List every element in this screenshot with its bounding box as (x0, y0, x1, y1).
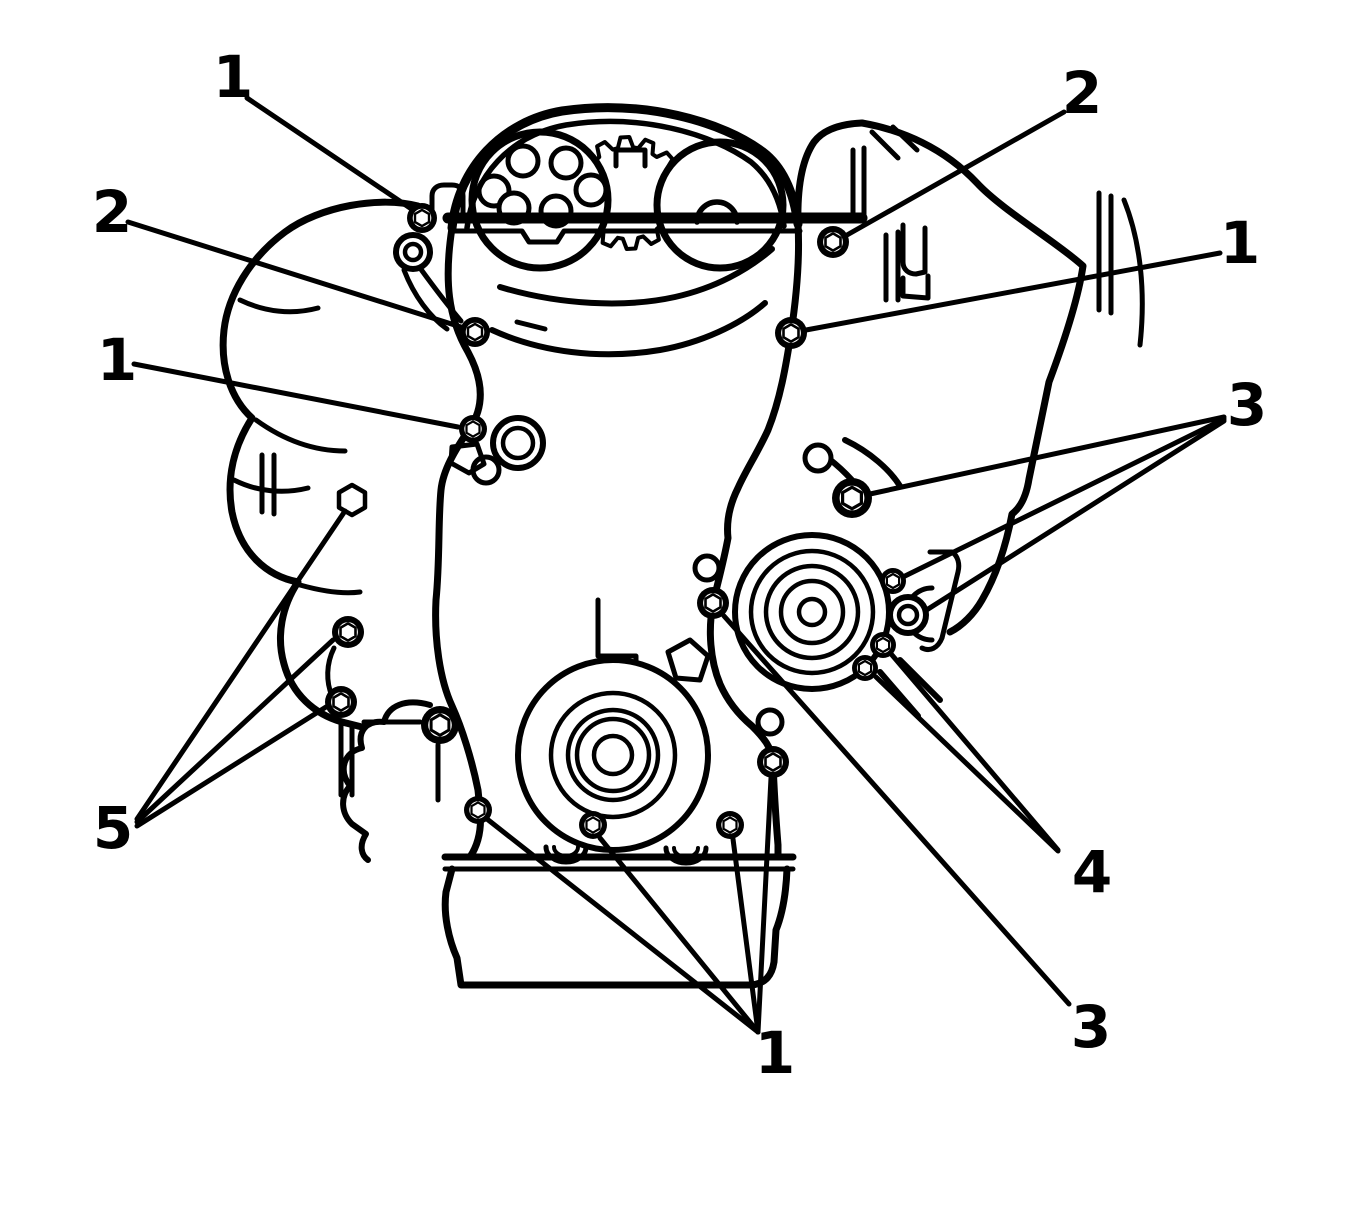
right-silhouette (858, 119, 1087, 636)
leader-lines-layer (125, 95, 1227, 1035)
bolt-icon (579, 811, 607, 839)
left-silhouette (219, 198, 422, 731)
bolt-icon (775, 317, 807, 349)
spring-arc-2b (672, 846, 700, 859)
vvt-disc-icon (653, 138, 787, 272)
cam-housing-arch-inner (464, 118, 787, 231)
pan-body (441, 865, 791, 989)
bolt-icon (332, 616, 364, 648)
leader-line-5 (134, 637, 336, 825)
leader-line-4 (889, 652, 1061, 853)
bracket-diag-1 (842, 437, 903, 489)
bolt-icon (464, 796, 492, 824)
leader-line-5 (134, 508, 348, 822)
right-detail-diagonals (869, 124, 920, 161)
cover-curve-1 (497, 246, 775, 307)
bolt-icon (880, 568, 906, 594)
washer-arm-1 (417, 265, 464, 324)
right-detail-slot-2 (900, 273, 931, 301)
callout-label-2: 2 (92, 178, 132, 246)
callout-label-1: 1 (213, 43, 253, 111)
leader-line-3 (902, 416, 1227, 579)
idler-pulley-icon (490, 415, 546, 471)
leader-line-1 (484, 816, 761, 1035)
crank-pulley-icon (515, 657, 711, 853)
callout-label-4: 4 (1072, 838, 1112, 906)
leader-line-5 (134, 704, 329, 829)
pan-left-lobe (340, 699, 433, 863)
leader-line-3 (922, 418, 1227, 614)
bolt-icon (716, 811, 744, 839)
bolt-icon (459, 415, 487, 443)
callout-label-2: 2 (1062, 59, 1102, 127)
arch-right-step (794, 119, 866, 228)
bolt-icon (870, 632, 896, 658)
leader-line-3 (867, 414, 1227, 497)
leader-line-1 (244, 95, 416, 213)
bracket-plate-right (919, 549, 962, 653)
leader-line-1 (730, 836, 761, 1035)
leader-line-1 (803, 250, 1223, 333)
leader-line-1 (131, 361, 461, 430)
callout-label-1: 1 (755, 1019, 795, 1087)
pulleys-layer (393, 232, 929, 853)
cam-housing-arch-outer (447, 103, 803, 233)
bracket-hole (692, 553, 722, 583)
spring-arc-1b (552, 845, 580, 858)
sprocket-hole (573, 172, 609, 208)
cover-top-bar-lower (449, 228, 803, 245)
left-silhouette-detail-4 (237, 297, 321, 315)
bracket-holes-layer (692, 442, 834, 737)
left-silhouette-detail-5 (231, 477, 311, 494)
bolt-icon (817, 226, 849, 258)
bolt-icon (832, 478, 872, 518)
gear-tab (613, 147, 648, 169)
callout-label-1: 1 (1220, 209, 1260, 277)
bolt-icon (852, 655, 878, 681)
leader-line-2 (844, 109, 1067, 238)
bracket-hole (755, 707, 785, 737)
nib-shape (448, 441, 487, 476)
callout-labels-layer: 1 2 1 2 1 3 5 4 3 1 (92, 43, 1267, 1087)
sprocket-hole (505, 143, 541, 179)
callout-label-1: 1 (97, 326, 137, 394)
washer-right-icon (887, 594, 929, 636)
mount-bracket-vert-1 (338, 721, 355, 798)
bolts-layer (325, 203, 906, 839)
leader-line-4 (873, 674, 1061, 854)
left-silhouette-detail-2 (297, 582, 363, 596)
callout-label-3: 3 (1227, 371, 1267, 439)
bolt-icon (757, 746, 789, 778)
bolt-icon (697, 587, 729, 619)
right-detail-verticals-1 (850, 145, 901, 303)
bolt-icon (421, 706, 459, 744)
washer-arm-2 (401, 267, 450, 332)
spring-arc-1a (543, 844, 589, 865)
cover-oblong-hole (665, 637, 711, 683)
left-silhouette-detail-3 (259, 452, 277, 517)
bolt-icon (336, 482, 368, 518)
leader-line-1 (755, 775, 774, 1035)
right-detail-verticals-2 (1096, 190, 1114, 316)
right-detail-slot-1 (900, 222, 928, 277)
cover-curve-2 (489, 300, 768, 358)
cover-left-edge (432, 224, 484, 861)
leader-line-1 (597, 835, 761, 1035)
bolt-icon (325, 686, 357, 718)
bolt-boss-top-left (429, 182, 466, 215)
washer-upper-left-icon (393, 232, 433, 272)
nib-circle (470, 454, 502, 486)
sprocket-hole (548, 145, 584, 181)
callout-label-3: 3 (1071, 993, 1111, 1061)
callout-label-5: 5 (93, 794, 133, 862)
bolt-icon (460, 317, 490, 347)
bracket-hole (802, 442, 834, 474)
leader-line-3 (721, 613, 1072, 1007)
dash-right-of-bolt (514, 319, 548, 332)
left-silhouette-detail-1 (253, 417, 348, 454)
spring-arc-2a (663, 845, 709, 866)
leader-line-2 (125, 219, 464, 330)
